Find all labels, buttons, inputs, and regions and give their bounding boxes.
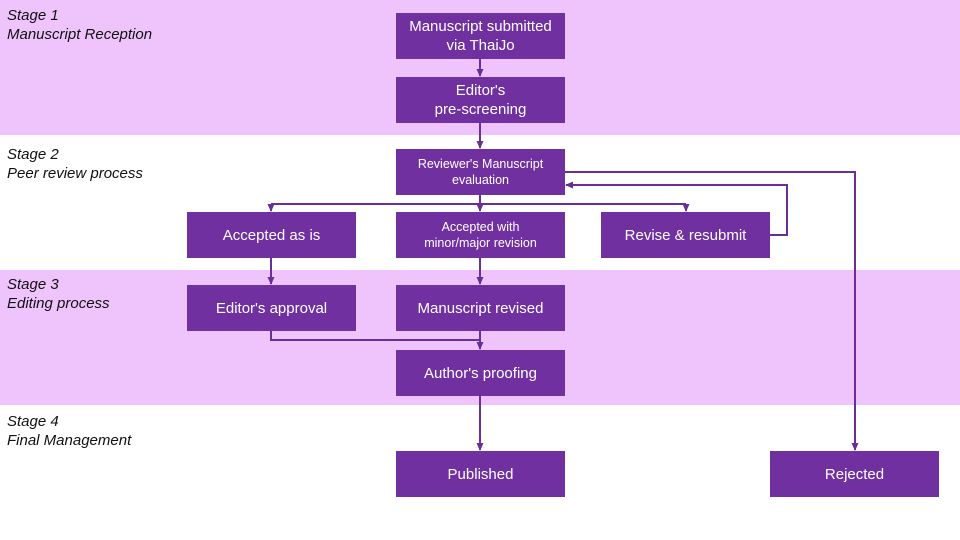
stage-label-3: Stage 3 Editing process bbox=[7, 275, 110, 313]
stage-subtitle: Peer review process bbox=[7, 165, 143, 182]
node-label: Editor's pre-screening bbox=[434, 82, 527, 118]
node-manuscript-revised[interactable]: Manuscript revised bbox=[396, 285, 565, 331]
node-published[interactable]: Published bbox=[396, 451, 565, 497]
node-label: Accepted with minor/major revision bbox=[424, 220, 537, 250]
node-label: Manuscript submitted via ThaiJo bbox=[409, 18, 552, 54]
node-reviewer-evaluation[interactable]: Reviewer's Manuscript evaluation bbox=[396, 149, 565, 195]
stage-label-1: Stage 1 Manuscript Reception bbox=[7, 6, 152, 44]
node-label: Revise & resubmit bbox=[624, 226, 747, 244]
stage-title: Stage 3 bbox=[7, 276, 59, 293]
node-label: Reviewer's Manuscript evaluation bbox=[417, 157, 544, 187]
stage-title: Stage 1 bbox=[7, 7, 59, 24]
node-label: Manuscript revised bbox=[417, 299, 544, 317]
node-revise-resubmit[interactable]: Revise & resubmit bbox=[601, 212, 770, 258]
stage-title: Stage 2 bbox=[7, 146, 59, 163]
stage-label-4: Stage 4 Final Management bbox=[7, 412, 131, 450]
node-label: Author's proofing bbox=[424, 364, 537, 382]
stage-subtitle: Final Management bbox=[7, 432, 132, 449]
stage-label-2: Stage 2 Peer review process bbox=[7, 145, 143, 183]
node-label: Published bbox=[447, 465, 514, 483]
node-editor-prescreening[interactable]: Editor's pre-screening bbox=[396, 77, 565, 123]
stage-subtitle: Manuscript Reception bbox=[7, 26, 153, 43]
node-label: Rejected bbox=[824, 465, 885, 483]
stage-title: Stage 4 bbox=[7, 413, 59, 430]
stage-subtitle: Editing process bbox=[7, 295, 110, 312]
node-editor-approval[interactable]: Editor's approval bbox=[187, 285, 356, 331]
node-accepted-with-revision[interactable]: Accepted with minor/major revision bbox=[396, 212, 565, 258]
node-accepted-as-is[interactable]: Accepted as is bbox=[187, 212, 356, 258]
node-manuscript-submitted[interactable]: Manuscript submitted via ThaiJo bbox=[396, 13, 565, 59]
node-label: Editor's approval bbox=[215, 299, 328, 317]
node-rejected[interactable]: Rejected bbox=[770, 451, 939, 497]
node-author-proofing[interactable]: Author's proofing bbox=[396, 350, 565, 396]
node-label: Accepted as is bbox=[222, 226, 321, 244]
